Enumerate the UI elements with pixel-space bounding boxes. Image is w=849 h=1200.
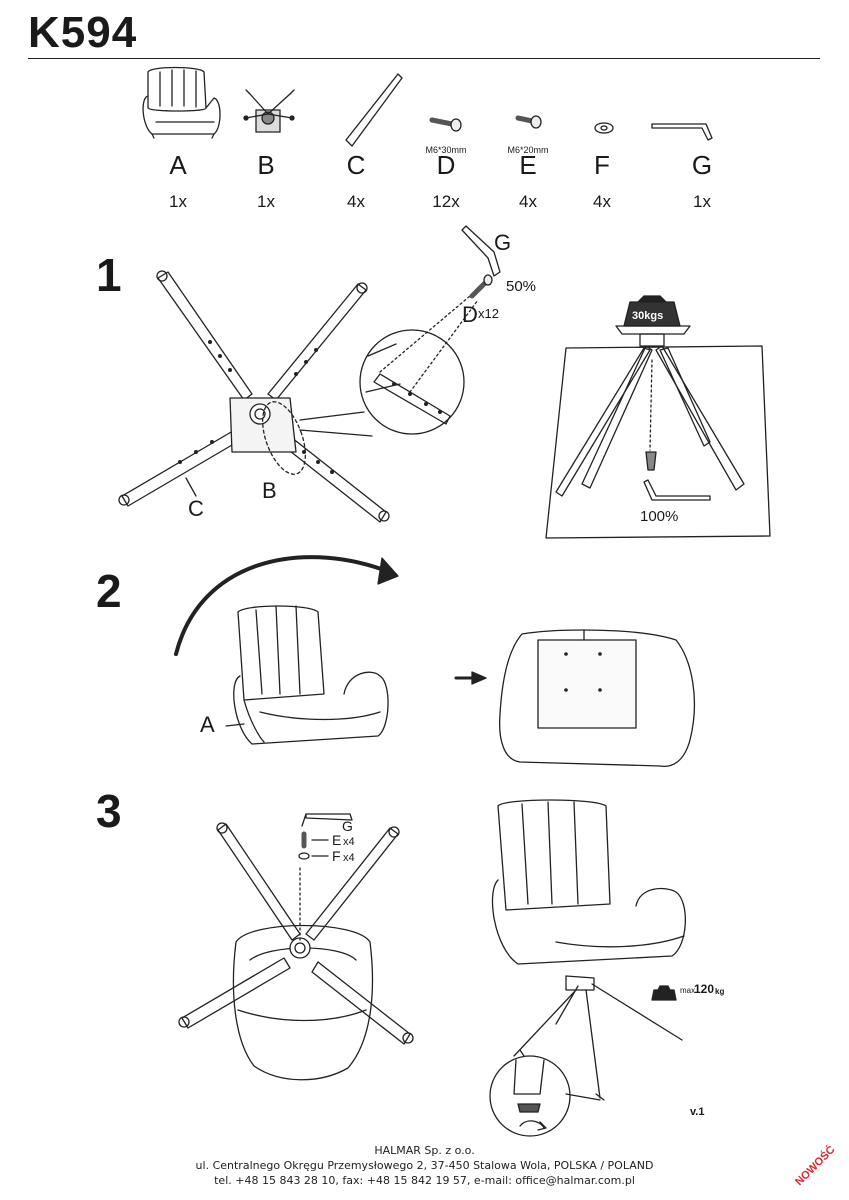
step1-torque-100: 100%	[640, 508, 679, 525]
step3-label-e: E	[332, 832, 342, 848]
step2-label-a: A	[200, 712, 215, 737]
part-f-washer-illustration	[594, 122, 614, 134]
max-load-icon	[651, 985, 677, 1001]
step1-floor-panel	[545, 295, 771, 539]
footer-contact: tel. +48 15 843 28 10, fax: +48 15 842 1…	[214, 1174, 635, 1187]
footer-company: HALMAR Sp. z o.o.	[374, 1144, 475, 1157]
step3-glide-detail	[489, 1055, 601, 1137]
step1-zoom-detail	[359, 295, 479, 435]
part-c-qty: 4x	[347, 192, 365, 211]
step1-hexkey-illustration	[461, 225, 501, 277]
step3-label-g: G	[342, 818, 353, 834]
step1-base-assembly	[118, 270, 390, 523]
footer-address: ul. Centralnego Okręgu Przemysłowego 2, …	[195, 1159, 654, 1172]
step1-label-g: G	[494, 230, 512, 255]
version-label: v.1	[690, 1106, 705, 1118]
step-2-number: 2	[96, 565, 122, 617]
step2-flip-arrow	[174, 555, 386, 656]
step1-label-b: B	[262, 478, 277, 503]
step3-base-legs	[178, 822, 414, 1045]
max-load-value: 120	[694, 982, 715, 996]
max-load-prefix: max.	[680, 986, 698, 995]
part-d-label: D	[436, 150, 456, 180]
step3-hexkey-illustration	[305, 813, 353, 821]
part-g-label: G	[691, 150, 713, 180]
max-load-unit: kg	[715, 987, 725, 996]
step1-torque-50: 50%	[506, 278, 537, 295]
step3-count-f: x4	[343, 852, 355, 864]
product-code: K594	[28, 8, 138, 57]
part-a-label: A	[169, 150, 187, 180]
step-1-number: 1	[96, 249, 122, 301]
step1-weight-label: 30kgs	[632, 310, 664, 322]
part-g-qty: 1x	[693, 192, 711, 211]
step2-armchair-illustration	[233, 605, 389, 745]
step1-bolt-illustration	[469, 279, 489, 299]
part-d-spec: M6*30mm	[425, 145, 467, 155]
step3-label-f: F	[332, 848, 341, 864]
part-d-qty: 12x	[432, 192, 460, 211]
part-c-leg-illustration	[345, 73, 403, 147]
step1-count-d: x12	[478, 306, 499, 321]
part-e-spec: M6*20mm	[507, 145, 549, 155]
step2-seat-underside	[498, 629, 696, 768]
step3-assembled-chair	[491, 799, 687, 1101]
part-e-qty: 4x	[519, 192, 537, 211]
part-d-bolt-illustration	[429, 117, 462, 132]
part-e-bolt-illustration	[515, 115, 542, 129]
step-3-number: 3	[96, 785, 122, 837]
step2-label-a-leader	[225, 723, 245, 727]
part-b-base-illustration	[243, 89, 295, 133]
part-b-qty: 1x	[257, 192, 275, 211]
part-a-qty: 1x	[169, 192, 187, 211]
part-e-label: E	[519, 150, 537, 180]
part-a-armchair-illustration	[142, 66, 221, 139]
part-f-label: F	[594, 150, 610, 180]
step3-washer-illustration	[298, 852, 310, 860]
part-b-label: B	[257, 150, 275, 180]
step1-label-d: D	[462, 302, 478, 327]
part-f-qty: 4x	[593, 192, 611, 211]
header-divider	[28, 58, 820, 59]
step1-label-c: C	[188, 496, 204, 521]
step3-count-e: x4	[343, 836, 355, 848]
part-g-hexkey-illustration	[651, 123, 713, 141]
part-c-label: C	[346, 150, 366, 180]
